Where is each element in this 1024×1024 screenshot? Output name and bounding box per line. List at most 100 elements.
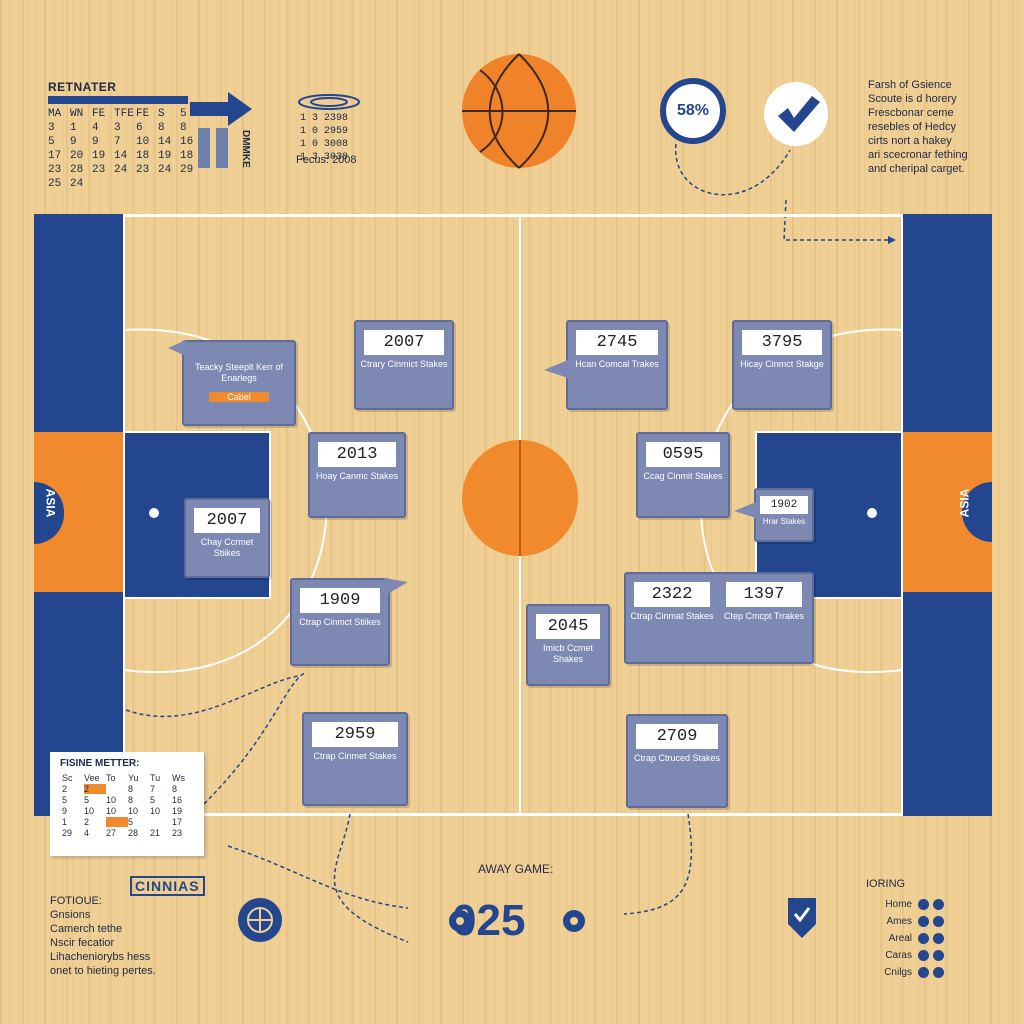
mini-calendar-cell: 10 xyxy=(84,806,95,816)
stat-number: 2013 xyxy=(318,442,396,467)
mini-calendar-title: FISINE METTER: xyxy=(60,758,140,769)
mini-calendar-cell: 8 xyxy=(128,795,134,805)
stat-label: Chay Ccrmet Stiikes xyxy=(200,537,254,558)
mini-calendar-cell: 19 xyxy=(172,806,183,816)
calendar-cell: 16 xyxy=(180,136,194,148)
calendar-cell: 7 xyxy=(114,136,121,148)
stat-card[interactable]: 3795 Hicay Cinmct Stakge xyxy=(732,320,832,410)
calendar-cell: WN xyxy=(70,108,84,120)
mini-calendar-cell: 4 xyxy=(84,828,90,838)
stat-label: Ccag Cinmit Stakes xyxy=(643,471,723,481)
stat-card[interactable]: 2709 Ctrap Ctruced Stakes xyxy=(626,714,728,808)
calendar-cell: 19 xyxy=(92,150,106,162)
calendar-cell: FE xyxy=(92,108,106,120)
legend-row: Home xyxy=(866,896,948,913)
mini-calendar-cell: 2 xyxy=(62,784,68,794)
stat-number: 2709 xyxy=(636,724,718,749)
mini-calendar-cell: 2 xyxy=(84,784,106,794)
description-line: Scoute is d horery xyxy=(868,93,957,105)
mini-calendar-cell: 17 xyxy=(172,817,183,827)
stat-label: Hrar Stakes xyxy=(762,517,806,526)
stat-card[interactable]: 2013 Hoay Canmc Stakes xyxy=(308,432,406,518)
stat-card: 1397 Ctep Cmcpt Trrakes xyxy=(718,574,810,622)
mini-calendar-cell: Sc xyxy=(62,773,73,783)
legend-row: Caras xyxy=(866,947,948,964)
footer-line: onet to hieting pertes. xyxy=(50,965,156,977)
description-line: cirts nort a hakey xyxy=(868,135,952,147)
globe-icon xyxy=(238,898,282,942)
stat-card[interactable]: 0595 Ccag Cinmit Stakes xyxy=(636,432,730,518)
stat-card[interactable]: 2045 Imicb Ccmet Shakes xyxy=(526,604,610,686)
calendar-title: RETNATER xyxy=(48,80,117,94)
mini-calendar-cell: 5 xyxy=(62,795,68,805)
left-goal-label: ASIA xyxy=(43,488,58,518)
mini-calendar-cell: Tu xyxy=(150,773,161,783)
calendar-cell: 5 xyxy=(180,108,187,120)
description-line: resebles of Hedcy xyxy=(868,121,957,133)
mini-calendar-cell: 8 xyxy=(172,784,178,794)
callout-tail-icon xyxy=(168,340,186,356)
legend-item: Ames xyxy=(886,916,912,927)
legend-item: Cnilgs xyxy=(884,967,912,978)
stat-card[interactable]: 1902 Hrar Stakes xyxy=(754,488,814,542)
stat-card-group[interactable]: 2322 Ctrap Cinmat Stakes 1397 Ctep Cmcpt… xyxy=(624,572,814,664)
mini-calendar-cell: 16 xyxy=(172,795,183,805)
shield-icon xyxy=(788,898,816,938)
stat-label: Imicb Ccmet Shakes xyxy=(542,643,593,664)
stat-card[interactable]: 2007 Ctrary Cinmict Stakes xyxy=(354,320,454,410)
calendar-cell: 19 xyxy=(158,150,172,162)
footer-line: FOTIOUE: xyxy=(50,895,102,907)
legend-row: Areal xyxy=(866,930,948,947)
calendar-cell: 5 xyxy=(48,136,55,148)
description-line: Frescbonar ceme xyxy=(868,107,954,119)
footer-line: Camerch tethe xyxy=(50,923,123,935)
stat-label: Ctrap Cinmat Stakes xyxy=(630,611,714,621)
callout-tail-icon xyxy=(544,360,568,378)
stat-number: 2322 xyxy=(634,582,710,607)
description-line: Farsh of Gsience xyxy=(868,79,952,91)
stat-number: 1397 xyxy=(726,582,802,607)
calendar-cell: 6 xyxy=(136,122,143,134)
callout-badge: Cabel xyxy=(209,392,269,402)
mini-calendar-cell: 28 xyxy=(128,828,139,838)
stat-number: 1909 xyxy=(300,588,380,613)
stat-label: Hicay Cinmct Stakge xyxy=(740,359,824,369)
stat-card[interactable]: 2745 Hcan Comcal Trakes xyxy=(566,320,668,410)
score-line: 1 0 3008 xyxy=(300,139,349,150)
calendar-cell: 24 xyxy=(114,164,128,176)
mini-calendar-cell: 8 xyxy=(128,784,134,794)
calendar-cell: S xyxy=(158,108,165,120)
court-markings xyxy=(34,214,992,816)
calendar-cell: 10 xyxy=(136,136,150,148)
footer-line: Gnsions xyxy=(50,909,91,921)
stat-card[interactable]: 1909 Ctrap Cinmct Stiikes xyxy=(290,578,390,666)
calendar-cell: 23 xyxy=(92,164,106,176)
swoosh-logo-icon xyxy=(298,94,360,110)
mini-calendar-cell: 10 xyxy=(128,806,139,816)
calendar-cell: 23 xyxy=(48,164,62,176)
basketball-icon xyxy=(462,53,576,169)
calendar-cell: 14 xyxy=(114,150,128,162)
mini-calendar-cell: 5 xyxy=(150,795,156,805)
vertical-label: DMMKE xyxy=(240,130,251,168)
calendar-cell: 25 xyxy=(48,178,62,190)
legend-row: Ames xyxy=(866,913,948,930)
calendar-cell: 20 xyxy=(70,150,84,162)
right-goal-label: ASIA xyxy=(957,488,972,518)
callout-text: Teacky Steeplt Kerr of Enarlegs xyxy=(194,362,284,383)
stat-label: Hcan Comcal Trakes xyxy=(575,359,659,369)
calendar-cell: 3 xyxy=(48,122,55,134)
mini-calendar-cell: Yu xyxy=(128,773,139,783)
legend: IORING Home Ames Areal Caras Cnilgs xyxy=(866,878,948,981)
stat-card[interactable]: 2007 Chay Ccrmet Stiikes xyxy=(184,498,270,578)
callout-card[interactable]: Teacky Steeplt Kerr of Enarlegs Cabel xyxy=(182,340,296,426)
stat-number: 2007 xyxy=(364,330,444,355)
stat-card[interactable]: 2959 Ctrap Cinmet Stakes xyxy=(302,712,408,806)
mini-calendar-cell: 29 xyxy=(62,828,73,838)
calendar-cell: 28 xyxy=(70,164,84,176)
percent-badge: 58% xyxy=(660,78,726,144)
mini-calendar-cell: 5 xyxy=(84,795,90,805)
mini-calendar-cell: 1 xyxy=(62,817,68,827)
